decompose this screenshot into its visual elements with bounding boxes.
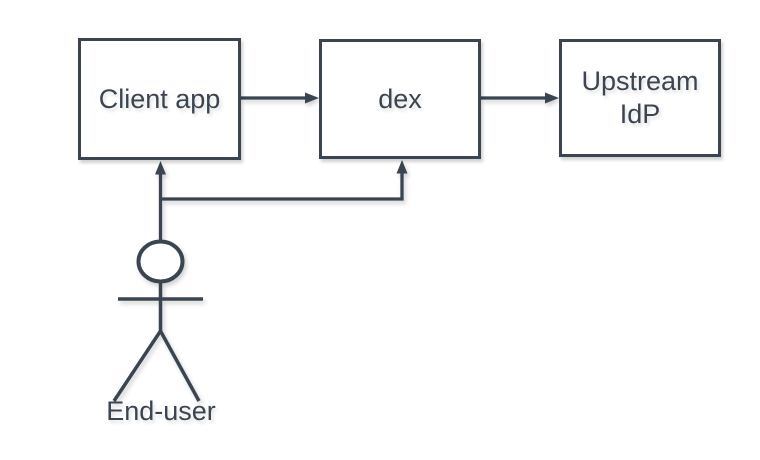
actor-head — [136, 239, 185, 284]
arrowhead-end-user-to-dex — [396, 160, 408, 174]
arrowhead-end-user-to-client-app — [155, 161, 166, 175]
node-client-app-label: Client app — [98, 83, 221, 114]
actor-end-user — [112, 239, 203, 402]
actor-leg-right — [158, 330, 201, 402]
node-upstream-idp-label: Upstream IdP — [581, 66, 699, 129]
arrowhead-client-app-to-dex — [305, 92, 319, 104]
node-client-app: Client app — [78, 38, 241, 160]
actor-leg-left — [112, 330, 162, 402]
node-upstream-idp: Upstream IdP — [559, 39, 721, 157]
actor-end-user-label: End-user — [106, 396, 216, 426]
arrowhead-dex-to-upstream-idp — [545, 92, 559, 104]
node-dex-label: dex — [378, 83, 422, 114]
node-dex: dex — [319, 39, 481, 159]
edge-end-user-to-dex — [160, 173, 404, 201]
